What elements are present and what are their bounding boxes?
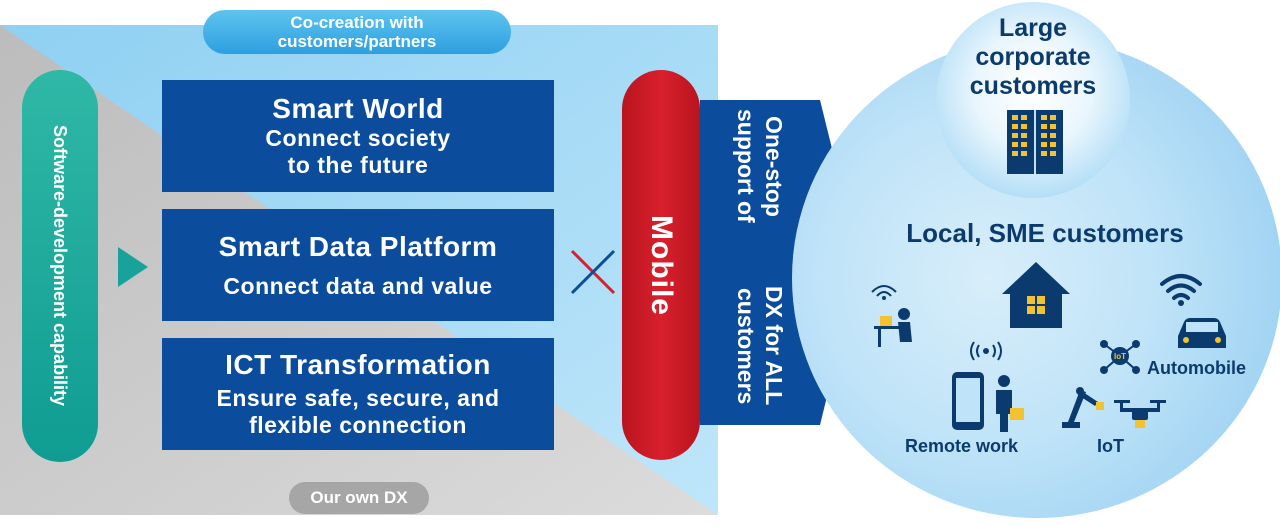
drone-icon xyxy=(1114,400,1166,428)
own-dx-label: Our own DX xyxy=(310,488,408,507)
mobile-pill: Mobile xyxy=(622,70,700,460)
mobile-label: Mobile xyxy=(645,214,678,316)
co-creation-line1: Co-creation with xyxy=(290,13,424,32)
remote-worker-icon xyxy=(871,285,912,347)
robot-arm-icon xyxy=(1062,387,1104,428)
co-creation-line2: customers/partners xyxy=(277,32,437,51)
person-icon xyxy=(996,375,1024,432)
one-stop-line2: DX for ALL customers xyxy=(733,286,787,406)
own-dx-pill: Our own DX xyxy=(289,482,429,514)
software-capability-pill xyxy=(22,70,98,462)
signal-icon xyxy=(970,341,1002,361)
smart-data-title: Smart Data Platform xyxy=(218,230,498,262)
remote-work-label: Remote work xyxy=(905,436,1019,456)
large-line3: customers xyxy=(969,72,1097,100)
car-icon xyxy=(1178,318,1226,348)
smart-world-box: Smart World Connect society to the futur… xyxy=(162,80,554,192)
smart-world-title: Smart World xyxy=(272,93,444,124)
local-sme-title: Local, SME customers xyxy=(906,218,1184,248)
ict-line1: Ensure safe, secure, and xyxy=(216,385,500,411)
smart-data-line1: Connect data and value xyxy=(223,272,493,299)
large-line1: Large xyxy=(998,14,1068,42)
co-creation-pill: Co-creation with customers/partners xyxy=(203,10,511,54)
smartphone-icon xyxy=(952,372,984,430)
one-stop-line1: One-stop support of xyxy=(733,109,787,223)
smart-world-line2: to the future xyxy=(287,152,429,178)
multiply-icon xyxy=(570,249,616,295)
wifi-icon xyxy=(1160,274,1202,306)
one-stop-label: One-stop support of DX for ALL customers xyxy=(700,80,820,440)
iot-label: IoT xyxy=(1097,436,1124,456)
large-line2: corporate xyxy=(975,43,1091,71)
ict-line2: flexible connection xyxy=(249,412,467,438)
smart-world-line1: Connect society xyxy=(265,125,451,151)
iot-badge-text: IoT xyxy=(1114,352,1126,361)
automobile-label: Automobile xyxy=(1147,358,1246,378)
house-icon xyxy=(1002,262,1070,328)
large-customers-title: Large corporate customers xyxy=(936,14,1130,101)
software-capability-label: Software-development capability xyxy=(50,125,70,407)
smart-data-platform-box: Smart Data Platform Connect data and val… xyxy=(162,209,554,321)
ict-transformation-box: ICT Transformation Ensure safe, secure, … xyxy=(162,338,554,450)
teal-arrow-icon xyxy=(118,247,148,287)
iot-node-icon: IoT xyxy=(1100,340,1140,374)
building-icon xyxy=(1007,110,1063,174)
ict-title: ICT Transformation xyxy=(225,349,491,380)
